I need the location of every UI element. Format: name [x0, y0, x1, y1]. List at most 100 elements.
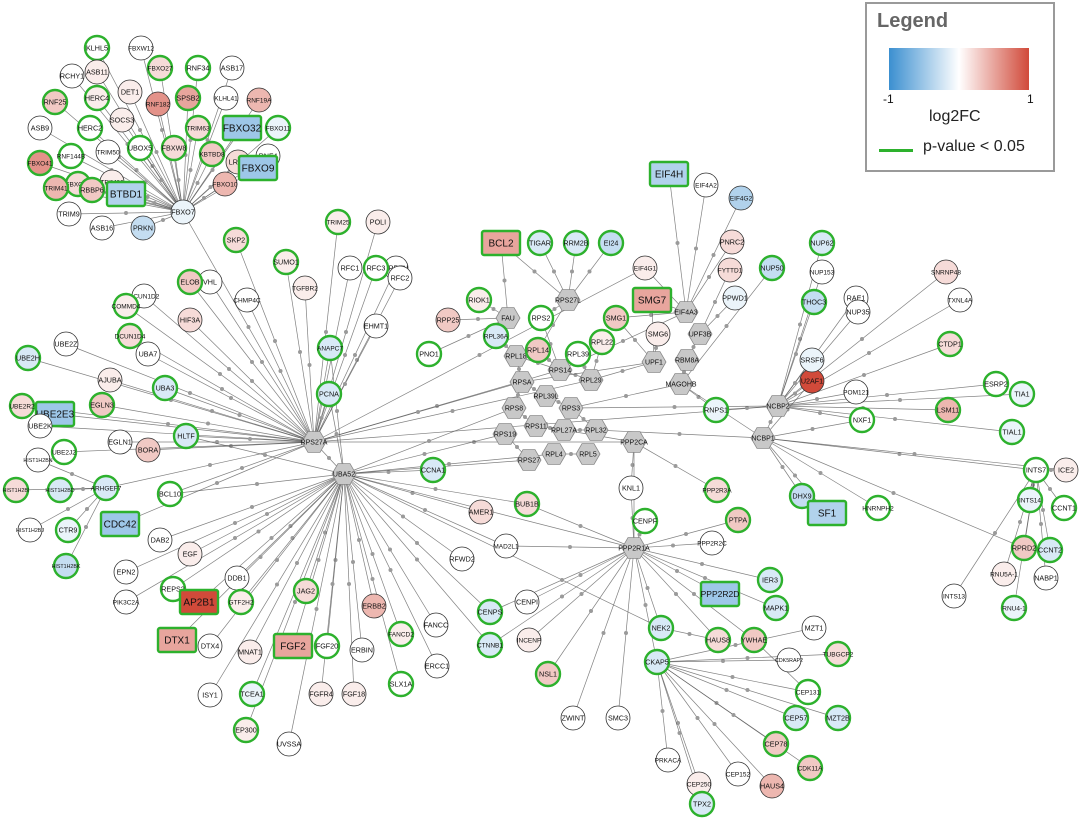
protein-node-rpl14[interactable]: RPL14: [524, 336, 552, 364]
hub-node-eif4a3[interactable]: EIF4A3: [673, 301, 699, 323]
protein-node-cep131[interactable]: CEP131: [794, 678, 822, 706]
protein-node-fgf2[interactable]: FGF2: [272, 632, 314, 660]
protein-node-ppp2r3a[interactable]: PPP2R3A: [702, 476, 732, 504]
protein-node-ube2z[interactable]: UBE2Z: [53, 331, 79, 357]
protein-node-fbxo41[interactable]: FBXO41: [26, 149, 54, 177]
hub-node-rpsa[interactable]: RPSA: [509, 371, 535, 393]
protein-node-rnf144b[interactable]: RNF144B: [57, 142, 86, 170]
protein-node-isy1[interactable]: ISY1: [197, 682, 223, 708]
protein-node-rpp25[interactable]: RPP25: [435, 307, 461, 333]
hub-node-rbm8a[interactable]: RBM8A: [674, 349, 700, 371]
hub-node-rps3[interactable]: RPS3: [558, 397, 584, 419]
protein-node-ep300[interactable]: EP300: [232, 716, 260, 744]
protein-node-bcl10[interactable]: BCL10: [156, 480, 184, 508]
protein-node-rnf182[interactable]: RNF182: [145, 91, 171, 117]
hub-node-upf1[interactable]: UPF1: [641, 351, 667, 373]
protein-node-tpx2[interactable]: TPX2: [688, 790, 716, 818]
protein-node-rchy1[interactable]: RCHY1: [59, 63, 85, 89]
protein-node-smg1[interactable]: SMG1: [602, 304, 630, 332]
protein-node-hnrnph2[interactable]: HNRNPH2: [862, 494, 894, 522]
protein-node-rfc1[interactable]: RFC1: [337, 255, 363, 281]
protein-node-hltf[interactable]: HLTF: [172, 422, 200, 450]
protein-node-rpl39[interactable]: RPL39: [564, 340, 592, 368]
protein-node-eif4h[interactable]: EIF4H: [648, 160, 690, 188]
protein-node-dab2[interactable]: DAB2: [147, 527, 173, 553]
protein-node-pom121[interactable]: POM121: [843, 379, 869, 405]
protein-node-fancd2[interactable]: FANCD2: [387, 620, 414, 648]
hub-node-rps14[interactable]: RPS14: [547, 359, 573, 381]
protein-node-cdk5rap2[interactable]: CDK5RAP2: [775, 647, 803, 673]
protein-node-commd4[interactable]: COMMD4: [112, 292, 141, 320]
protein-node-haus4[interactable]: HAUS4: [759, 773, 785, 799]
protein-node-pcna[interactable]: PCNA: [315, 380, 343, 408]
protein-node-hist1h2bd[interactable]: HIST1H2BD: [45, 476, 75, 504]
protein-node-cdc42[interactable]: CDC42: [99, 510, 141, 538]
protein-node-ice2[interactable]: ICE2: [1053, 457, 1079, 483]
protein-node-mnat1[interactable]: MNAT1: [237, 639, 263, 665]
protein-node-pik3c2a[interactable]: PIK3C2A: [113, 589, 140, 615]
protein-node-nup50[interactable]: NUP50: [758, 254, 786, 282]
protein-node-incenp[interactable]: INCENP: [516, 627, 542, 653]
hub-node-uba52[interactable]: UBA52: [331, 463, 357, 485]
protein-node-nabp1[interactable]: NABP1: [1033, 565, 1059, 591]
protein-node-ubox5[interactable]: UBOX5: [126, 134, 154, 162]
protein-node-anapc7[interactable]: ANAPC7: [316, 334, 343, 362]
protein-node-rbbp6[interactable]: RBBP6: [78, 176, 106, 204]
protein-node-ccnt1[interactable]: CCNT1: [1050, 494, 1078, 522]
hub-node-rps27l[interactable]: RPS27L: [555, 289, 581, 311]
protein-node-cep152[interactable]: CEP152: [725, 761, 751, 787]
protein-node-cenps[interactable]: CENPS: [476, 598, 504, 626]
protein-node-egf[interactable]: EGF: [177, 541, 203, 567]
hub-node-rps11[interactable]: RPS11: [523, 415, 549, 437]
hub-node-rpl32[interactable]: RPL32: [583, 419, 609, 441]
protein-node-asb16[interactable]: ASB16: [89, 215, 115, 241]
protein-node-fbxo11[interactable]: FBXO11: [264, 114, 292, 142]
protein-node-btbd1[interactable]: BTBD1: [105, 180, 147, 208]
protein-node-fbxo27[interactable]: FBXO27: [146, 54, 174, 82]
protein-node-tial1[interactable]: TIAL1: [998, 418, 1026, 446]
protein-node-rnu4-1[interactable]: RNU4-1: [1000, 594, 1028, 622]
protein-node-ier3[interactable]: IER3: [756, 566, 784, 594]
protein-node-skp2[interactable]: SKP2: [222, 226, 250, 254]
protein-node-ap2b1[interactable]: AP2B1: [178, 588, 220, 616]
protein-node-nup153[interactable]: NUP153: [809, 259, 835, 285]
hub-node-fau[interactable]: FAU: [495, 307, 521, 329]
protein-node-haus8[interactable]: HAUS8: [704, 626, 732, 654]
protein-node-srsf6[interactable]: SRSF6: [799, 347, 825, 373]
protein-node-sumo1[interactable]: SUMO1: [272, 248, 300, 276]
protein-node-ube2h[interactable]: UBE2H: [14, 344, 42, 372]
protein-node-ckap5[interactable]: CKAP5: [643, 648, 671, 676]
protein-node-mad2l1[interactable]: MAD2L1: [493, 533, 519, 559]
protein-node-egln1[interactable]: EGLN1: [107, 429, 133, 455]
protein-node-hist1h2bj[interactable]: HIST1H2BJ: [16, 517, 44, 543]
protein-node-poli[interactable]: POLI: [365, 209, 391, 235]
protein-node-smc3[interactable]: SMC3: [605, 705, 631, 731]
protein-node-rnu5a-1[interactable]: RNU5A-1: [990, 561, 1018, 587]
protein-node-egln3[interactable]: EGLN3: [88, 391, 116, 419]
protein-node-ywhae[interactable]: YWHAE: [740, 626, 768, 654]
protein-node-lsm11[interactable]: LSM11: [934, 396, 962, 424]
protein-node-prkaca[interactable]: PRKACA: [655, 747, 682, 773]
protein-node-jag2[interactable]: JAG2: [292, 577, 320, 605]
protein-node-esrp2[interactable]: ESRP2: [982, 370, 1010, 398]
protein-node-ccnt2[interactable]: CCNT2: [1036, 536, 1064, 564]
protein-node-slx1a[interactable]: SLX1A: [387, 670, 415, 698]
protein-node-asb17[interactable]: ASB17: [219, 55, 245, 81]
protein-node-ehmt1[interactable]: EHMT1: [363, 313, 389, 339]
protein-node-chmp4c[interactable]: CHMP4C: [233, 287, 261, 313]
hub-node-ncbp1[interactable]: NCBP1: [750, 427, 776, 449]
protein-node-nek2[interactable]: NEK2: [647, 614, 675, 642]
protein-node-rpl22[interactable]: RPL22: [588, 328, 616, 356]
protein-node-fyttd1[interactable]: FYTTD1: [717, 257, 743, 283]
protein-node-fbxo32[interactable]: FBXO32: [221, 114, 263, 142]
hub-node-rpl4[interactable]: RPL4: [541, 443, 567, 465]
protein-node-rfwd2[interactable]: RFWD2: [449, 546, 475, 572]
protein-node-ppwd1[interactable]: PPWD1: [722, 285, 748, 311]
protein-node-asb11[interactable]: ASB11: [84, 59, 110, 85]
protein-node-asb9[interactable]: ASB9: [27, 115, 53, 141]
protein-node-cep78[interactable]: CEP78: [762, 730, 790, 758]
protein-node-ptpa[interactable]: PTPA: [724, 506, 752, 534]
protein-node-arhgef7[interactable]: ARHGEF7: [91, 474, 122, 502]
protein-node-fgfr4[interactable]: FGFR4: [308, 681, 334, 707]
hub-node-upf3b[interactable]: UPF3B: [687, 323, 713, 345]
